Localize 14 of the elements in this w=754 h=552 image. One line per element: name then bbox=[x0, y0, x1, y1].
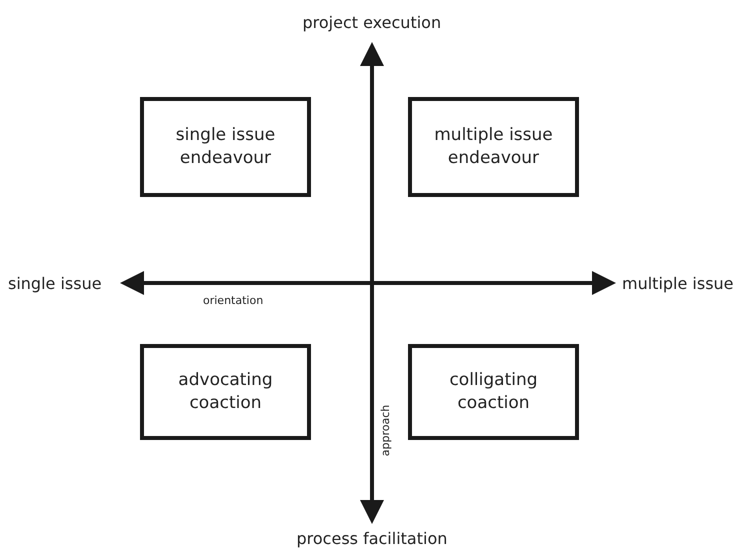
axis-label: multiple issue bbox=[622, 274, 734, 292]
quadrant-label: colligating coaction bbox=[448, 369, 539, 415]
quadrant-box bbox=[408, 97, 579, 197]
quadrant-box bbox=[140, 344, 311, 440]
axis-label: single issue bbox=[8, 274, 102, 292]
quadrant-label: advocating coaction bbox=[177, 369, 274, 415]
axis-title: approach bbox=[378, 404, 392, 456]
axis-title: orientation bbox=[203, 294, 264, 306]
axis-label: process facilitation bbox=[296, 528, 448, 548]
quadrant-label: single issue endeavour bbox=[174, 124, 276, 170]
quadrant-box bbox=[408, 344, 579, 440]
quadrant-label: multiple issue endeavour bbox=[433, 124, 554, 170]
axis-label: project execution bbox=[302, 12, 442, 32]
quadrant-box bbox=[140, 97, 311, 197]
